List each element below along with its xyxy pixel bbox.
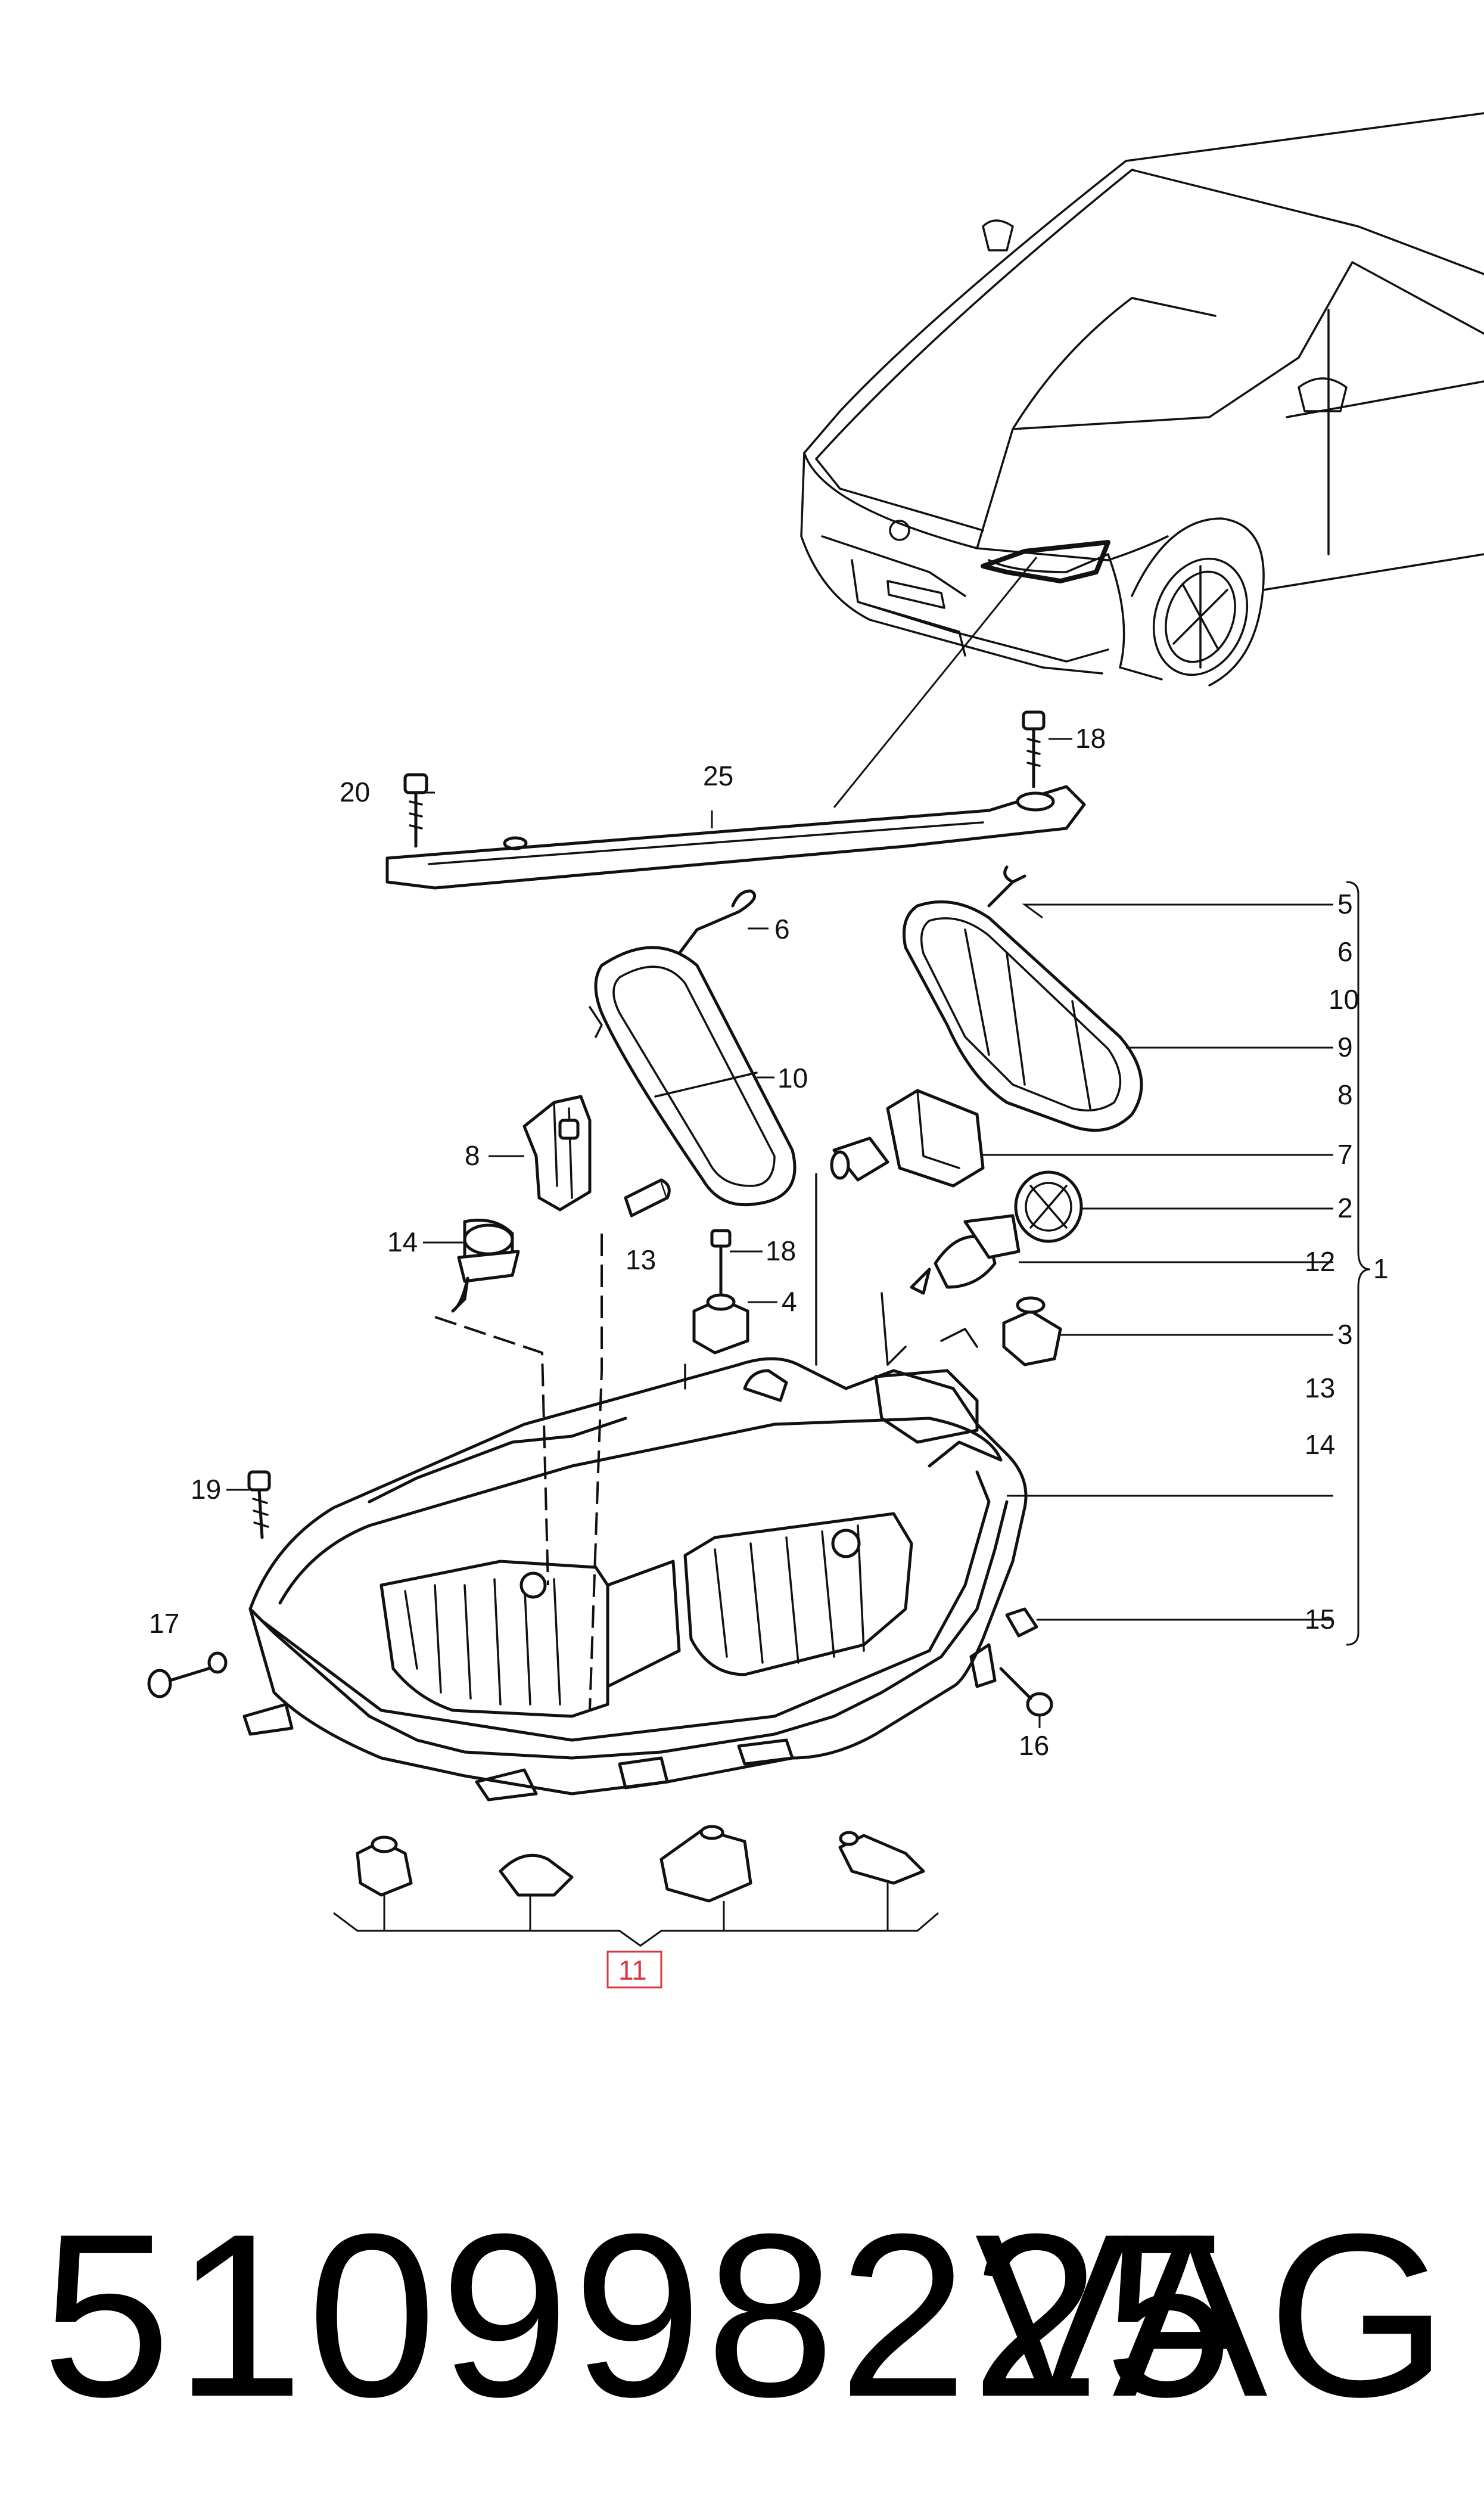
callout-18-mid: 18 (766, 1235, 796, 1266)
holder-4 (692, 1293, 749, 1355)
screw-18-mid (710, 1229, 732, 1295)
callout-4: 4 (782, 1286, 797, 1317)
callout-6-right: 6 (1337, 936, 1353, 967)
callout-15: 15 (1305, 1604, 1335, 1635)
bulb-13 (624, 1178, 671, 1217)
callout-18-top: 18 (1075, 723, 1106, 754)
bulb-14 (451, 1219, 520, 1313)
callout-8-left: 8 (465, 1140, 480, 1171)
repair-set-parts (356, 1825, 925, 1903)
callout-5: 5 (1337, 889, 1353, 920)
callout-12: 12 (1305, 1246, 1335, 1277)
seal-gasket-left (589, 946, 797, 1207)
callout-9: 9 (1337, 1032, 1353, 1063)
screw-17 (147, 1667, 210, 1698)
screw-16 (999, 1667, 1053, 1717)
callout-13-right: 13 (1305, 1372, 1335, 1403)
callout-2: 2 (1337, 1192, 1353, 1223)
callout-6-left: 6 (774, 914, 790, 945)
headlight-housing (207, 1357, 1028, 1801)
car-illustration (800, 112, 1484, 687)
callout-25: 25 (703, 760, 733, 791)
callout-14-right: 14 (1305, 1429, 1335, 1460)
exploded-parts-diagram: 20 25 18 6 10 8 14 13 18 4 5 6 10 9 8 7 … (147, 112, 1484, 1989)
screw-19 (247, 1470, 271, 1539)
cap-2 (1014, 1170, 1083, 1243)
seal-gasket-right (903, 900, 1143, 1132)
callout-11-box (606, 1950, 662, 1989)
clip-6-left (677, 889, 757, 955)
callout-17: 17 (149, 1608, 179, 1639)
callout-19: 19 (191, 1474, 221, 1505)
callout-16: 16 (1019, 1730, 1049, 1761)
headlight-bracket (385, 785, 1086, 890)
callout-20: 20 (340, 776, 370, 807)
clip-15 (1005, 1607, 1038, 1638)
callout-10-right: 10 (1329, 984, 1359, 1015)
callout-7: 7 (1337, 1139, 1353, 1170)
leader-lines (226, 738, 1371, 1947)
brand-label: VAG (975, 2185, 1448, 2445)
callout-3: 3 (1337, 1319, 1353, 1350)
callout-11: 11 (618, 1955, 647, 1986)
callout-1: 1 (1373, 1253, 1389, 1284)
screw-20 (403, 773, 428, 848)
screw-18-top (1022, 710, 1046, 788)
callout-13-left: 13 (626, 1244, 656, 1275)
holder-3 (1002, 1296, 1062, 1366)
callout-8-right: 8 (1337, 1079, 1353, 1110)
callout-14-left: 14 (387, 1226, 418, 1257)
callout-labels: 20 25 18 6 10 8 14 13 18 4 5 6 10 9 8 7 … (149, 723, 1389, 1989)
bulb-12 (910, 1214, 1021, 1295)
callout-10-left: 10 (777, 1063, 808, 1094)
clip-5 (987, 865, 1026, 908)
level-motor-right (830, 1089, 985, 1188)
part-number: 510998225 (42, 2185, 1237, 2445)
level-motor-left (522, 1095, 592, 1212)
